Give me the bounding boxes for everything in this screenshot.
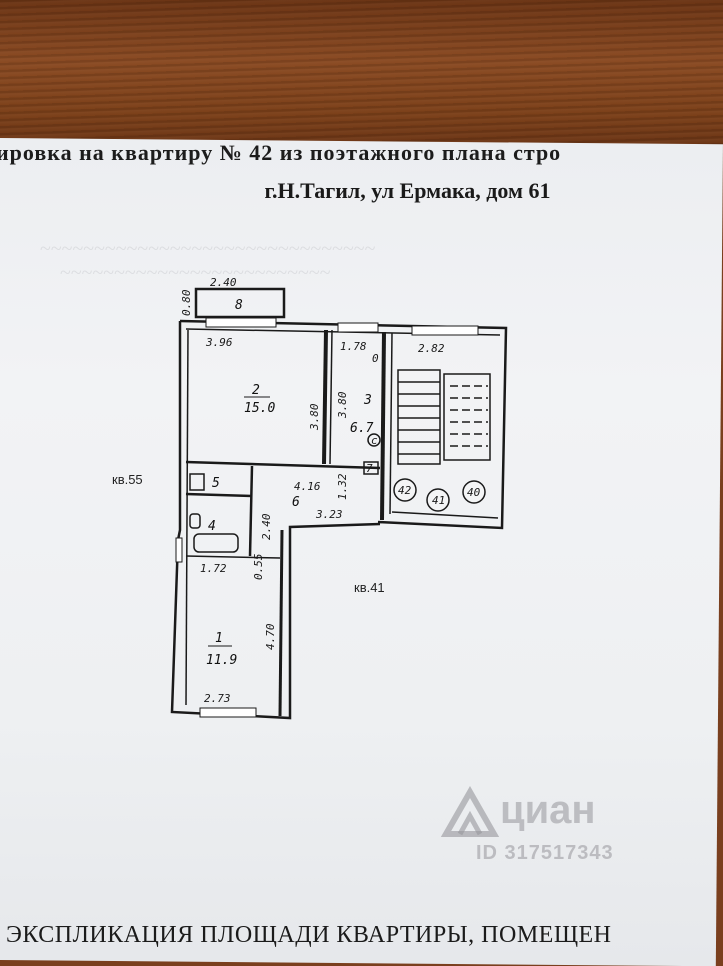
document-header-line1: ировка на квартиру № 42 из поэтажного пл… <box>0 142 562 165</box>
room6-number: 6 <box>292 495 300 510</box>
outer-wall <box>170 321 381 720</box>
wall-bathroom <box>185 492 253 498</box>
room2-width: 3.96 <box>205 336 233 349</box>
wall-room2-room3 <box>322 329 328 465</box>
stair-marker-42 <box>393 478 417 502</box>
wall-room3-stair <box>380 331 386 521</box>
wooden-table-background <box>0 0 723 150</box>
room6-width: 4.16 <box>294 480 321 493</box>
room3-number: 3 <box>363 393 372 408</box>
balcony-depth: 0.80 <box>180 289 193 316</box>
room2-number: 2 <box>252 383 260 398</box>
toilet <box>189 513 201 529</box>
room2-height: 3.80 <box>308 403 321 431</box>
balcony-outline <box>194 287 286 319</box>
neighbor-apartment-right: кв.41 <box>354 580 385 595</box>
room6-height: 1.32 <box>336 473 349 500</box>
wall-room3-stair <box>389 332 393 515</box>
room1-number: 1 <box>215 631 223 646</box>
door-opening <box>175 537 183 563</box>
wall-bathroom <box>248 465 254 557</box>
stove-marker <box>367 433 381 447</box>
window <box>337 322 379 333</box>
room4-number: 4 <box>208 519 216 534</box>
stair-bottom-wall <box>391 511 499 519</box>
room6-width2: 3.23 <box>315 508 343 521</box>
misc-dim-240: 2.40 <box>260 513 273 540</box>
misc-dim-055: 0.55 <box>252 554 265 581</box>
room5-number: 5 <box>212 476 220 491</box>
window <box>411 325 479 336</box>
room3-height: 3.80 <box>336 391 349 419</box>
stair-marker-42-label: 42 <box>398 484 412 497</box>
room1-width-bottom: 2.73 <box>204 692 231 705</box>
room1-height: 4.70 <box>264 623 277 650</box>
room1-area: 11.9 <box>206 653 237 668</box>
wall-room2-room3 <box>329 329 333 465</box>
staircase <box>397 369 491 465</box>
stair-marker-41 <box>426 488 450 512</box>
document-address: г.Н.Тагил, ул Ермака, дом 61 <box>264 178 551 203</box>
misc-dim-c: с <box>371 434 378 447</box>
bleed-through-text: ~~~~~~~~~~~~~~~~~~~~~~~~~~~~~~~ <box>40 238 376 260</box>
neighbor-apartment-left: кв.55 <box>112 472 143 487</box>
kitchen-box <box>363 461 379 475</box>
cian-watermark: циан ID 317517343 <box>440 780 670 870</box>
bleed-through-text: ~~~~~~~~~~~~~~~~~~~~~~~~~ <box>60 262 331 284</box>
stair-marker-40-label: 40 <box>467 486 481 499</box>
sink <box>189 473 205 491</box>
room3-width: 1.78 <box>340 340 367 353</box>
misc-dim-7: 7 <box>366 462 373 475</box>
wall-room1-right <box>278 529 284 717</box>
document-footer-heading: ЭКСПЛИКАЦИЯ ПЛОЩАДИ КВАРТИРЫ, ПОМЕЩЕН <box>6 922 612 948</box>
stair-marker-41-label: 41 <box>432 494 445 507</box>
room2-area: 15.0 <box>244 401 275 416</box>
wall-bathroom <box>185 555 281 559</box>
inner-wall-line <box>185 329 189 706</box>
cian-logo-icon <box>440 785 500 837</box>
cian-brand-text: циан <box>500 788 596 832</box>
window <box>205 317 277 328</box>
misc-dim-0: 0 <box>372 352 379 365</box>
balcony-width: 2.40 <box>210 276 237 289</box>
wall-room2-bottom <box>185 460 381 470</box>
window <box>199 707 257 718</box>
balcony-number: 8 <box>235 298 243 313</box>
room1-width-top: 1.72 <box>200 562 227 575</box>
stair-marker-40 <box>462 480 486 504</box>
room3-area: 6.7 <box>350 421 374 436</box>
listing-id: ID 317517343 <box>476 842 614 864</box>
bathtub <box>193 533 239 553</box>
stair-width: 2.82 <box>418 342 445 355</box>
